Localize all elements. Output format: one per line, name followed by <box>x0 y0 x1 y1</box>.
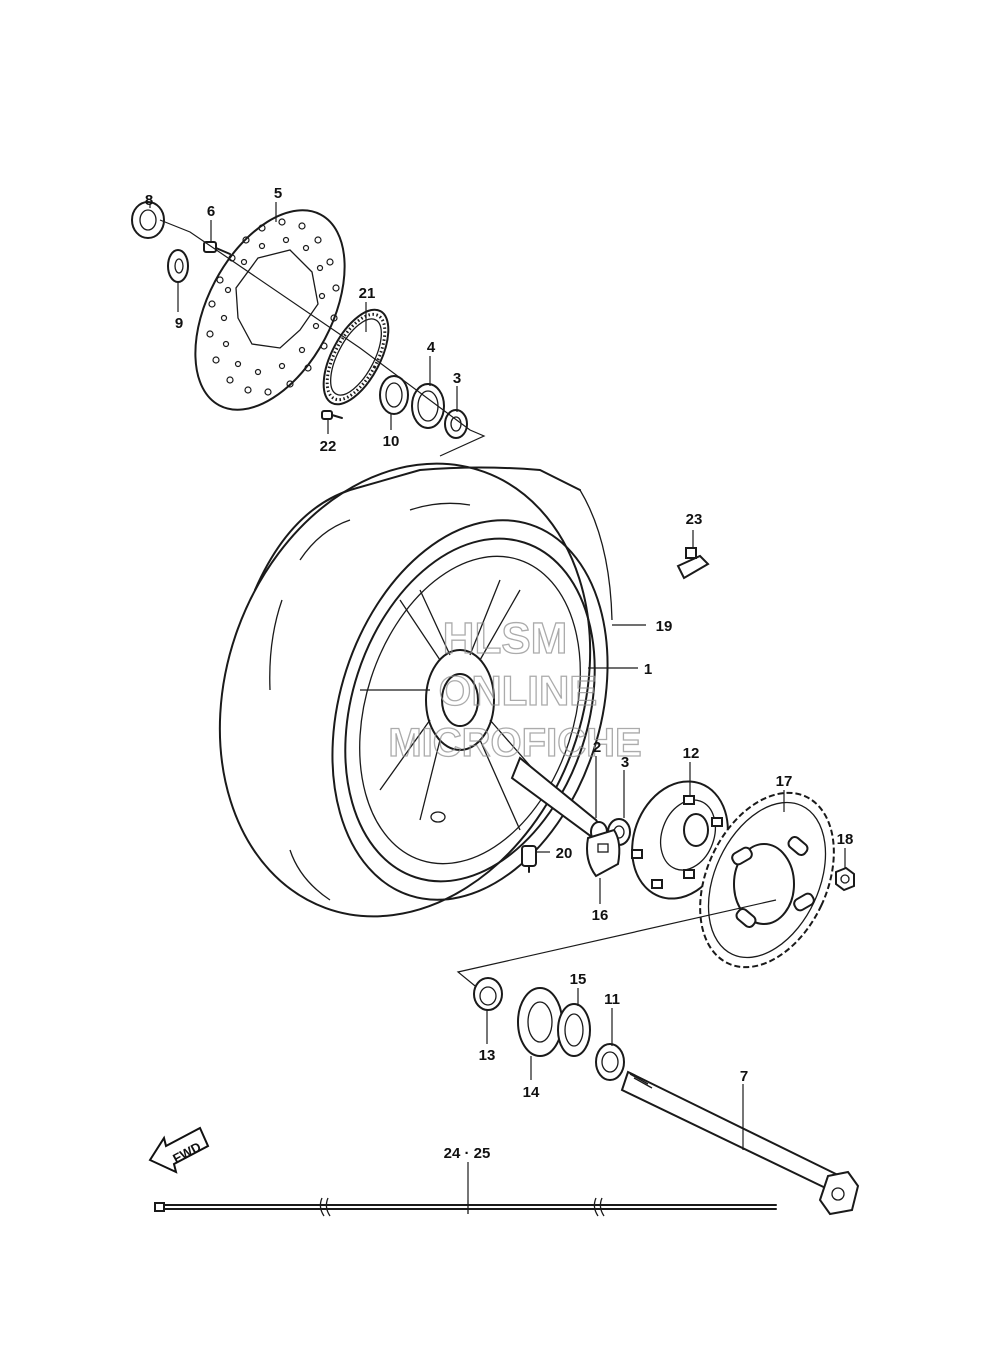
rear-sprocket[interactable] <box>674 771 861 988</box>
callout-6: 6 <box>207 203 215 220</box>
watermark-line-2: ONLINE <box>439 667 598 714</box>
callout-17: 17 <box>776 773 793 790</box>
callout-18: 18 <box>837 831 854 848</box>
sprocket-nut[interactable] <box>835 866 855 892</box>
callout-24-25: 24 · 25 <box>444 1145 491 1162</box>
callout-9: 9 <box>175 315 183 332</box>
callout-5: 5 <box>274 185 282 202</box>
callout-11: 11 <box>604 991 620 1008</box>
damper-cushion[interactable] <box>586 828 621 878</box>
callout-21: 21 <box>359 285 376 302</box>
callout-20: 20 <box>556 845 573 862</box>
bearing[interactable] <box>411 383 445 429</box>
sprocket-carrier[interactable] <box>616 768 743 912</box>
callout-2: 2 <box>593 739 601 756</box>
air-valve[interactable] <box>521 845 537 873</box>
sprocket-oil-seal[interactable] <box>557 1003 591 1057</box>
oil-seal[interactable] <box>131 201 165 239</box>
sprocket-bearing[interactable] <box>517 987 563 1057</box>
callout-10: 10 <box>383 433 400 450</box>
callout-12: 12 <box>683 745 700 762</box>
callout-22: 22 <box>320 438 337 455</box>
callout-8: 8 <box>145 192 153 209</box>
callout-19: 19 <box>656 618 673 635</box>
collar[interactable] <box>473 977 503 1011</box>
callout-13: 13 <box>479 1047 496 1064</box>
spacer[interactable] <box>379 375 409 415</box>
rear-axle[interactable] <box>620 1070 860 1216</box>
callout-7: 7 <box>740 1068 748 1085</box>
axle-sleeve[interactable] <box>510 756 608 843</box>
watermark-line-3: MICROFICHE <box>388 721 641 765</box>
washer[interactable] <box>167 249 189 283</box>
balance-weight[interactable] <box>676 547 710 580</box>
callout-4: 4 <box>427 339 436 356</box>
callout-16: 16 <box>592 907 609 924</box>
oil-seal-upper[interactable] <box>444 409 468 439</box>
brake-disc[interactable] <box>165 186 376 435</box>
disc-bolt[interactable] <box>203 241 231 255</box>
abs-ring-bolt[interactable] <box>321 410 343 420</box>
callout-1: 1 <box>644 661 652 678</box>
callout-15: 15 <box>570 971 587 988</box>
callout-3-lower: 3 <box>621 754 629 771</box>
watermark-line-1: HLSM <box>443 614 568 663</box>
callout-14: 14 <box>523 1084 540 1101</box>
abs-sensor-ring[interactable] <box>310 300 401 414</box>
fwd-arrow-icon: FWD <box>148 1126 210 1174</box>
rear-wheel-rim[interactable] <box>303 506 636 914</box>
callout-23: 23 <box>686 511 703 528</box>
cable-tie[interactable] <box>154 1197 777 1217</box>
rear-tire[interactable] <box>158 411 654 969</box>
callout-3-upper: 3 <box>453 370 461 387</box>
axle-spacer[interactable] <box>595 1043 625 1081</box>
